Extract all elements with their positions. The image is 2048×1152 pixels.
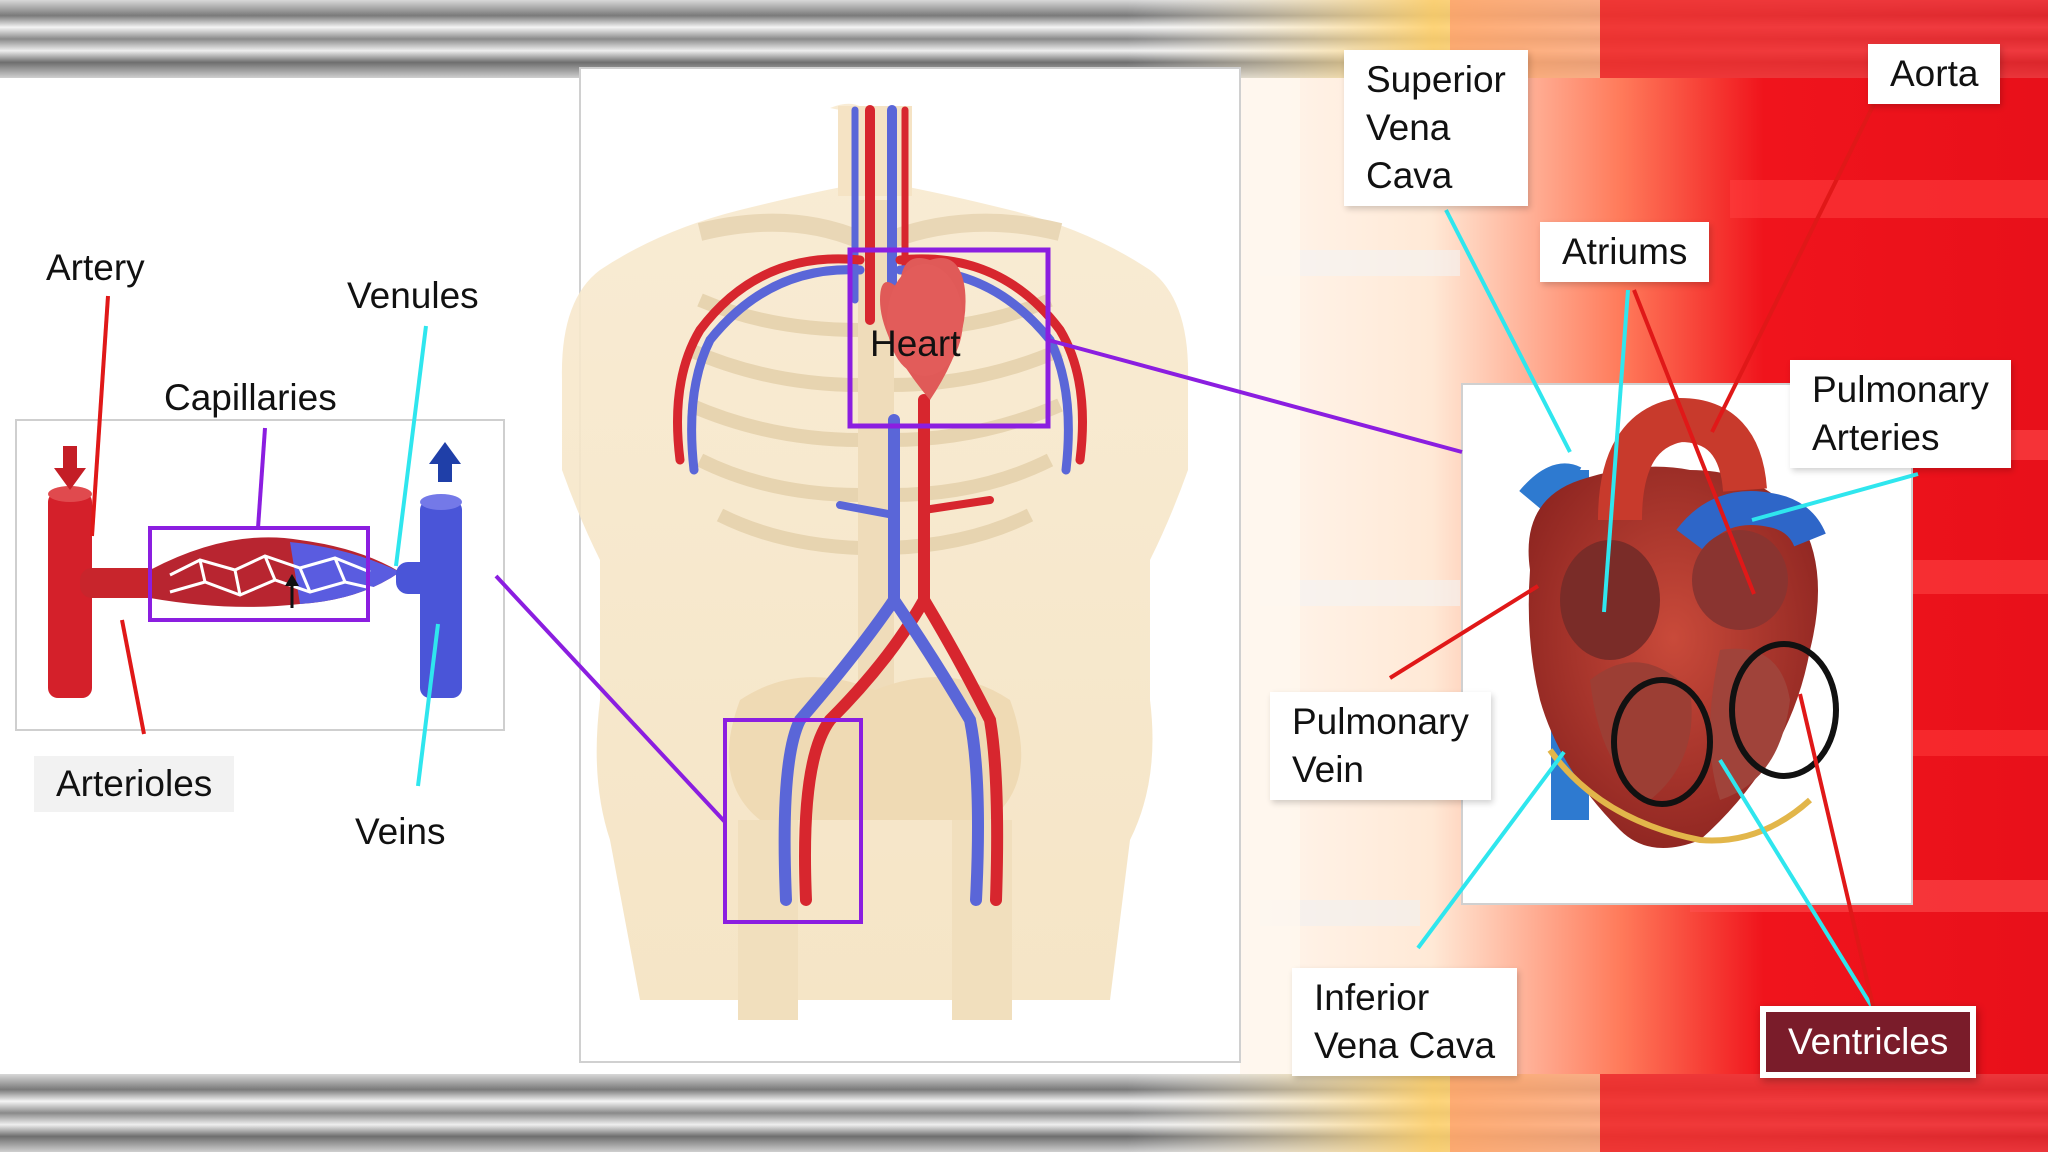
callout-pulmonary-arteries xyxy=(1751,472,1919,522)
label-capillaries: Capillaries xyxy=(164,377,337,418)
callout-ventricles-red xyxy=(1798,693,1876,1011)
callout-veins xyxy=(416,623,440,787)
callout-ventricles-cyan xyxy=(1718,758,1876,1012)
heart-illustration xyxy=(1519,397,1839,848)
callout-inferior-vena-cava xyxy=(1416,750,1566,950)
callout-aorta xyxy=(1710,103,1876,433)
label-atriums: Atriums xyxy=(1540,222,1710,282)
label-heart: Heart xyxy=(870,323,961,364)
callout-arterioles xyxy=(120,619,146,735)
label-arterioles: Arterioles xyxy=(34,756,235,812)
callout-vessel-connector xyxy=(494,574,727,824)
label-artery: Artery xyxy=(46,247,145,288)
callout-atriums-red xyxy=(1632,289,1756,595)
heart-highlight xyxy=(847,247,1051,429)
callout-atriums-cyan xyxy=(1602,289,1630,613)
callout-venules xyxy=(394,325,428,567)
callout-heart-connector xyxy=(1047,338,1463,454)
label-venules: Venules xyxy=(347,275,479,316)
callout-pulmonary-vein xyxy=(1388,584,1540,680)
callout-capillaries xyxy=(256,427,267,529)
body-illustration xyxy=(561,103,1189,1020)
label-veins: Veins xyxy=(355,811,446,852)
label-pulmonary-vein: Pulmonary Vein xyxy=(1270,692,1491,800)
label-superior-vena-cava: Superior Vena Cava xyxy=(1344,50,1528,206)
label-pulmonary-arteries: Pulmonary Arteries xyxy=(1790,360,2011,468)
label-ventricles: Ventricles xyxy=(1760,1006,1977,1078)
label-aorta: Aorta xyxy=(1868,44,2001,104)
label-inferior-vena-cava: Inferior Vena Cava xyxy=(1292,968,1518,1076)
callout-artery xyxy=(90,295,110,537)
callout-superior-vena-cava xyxy=(1444,209,1572,453)
